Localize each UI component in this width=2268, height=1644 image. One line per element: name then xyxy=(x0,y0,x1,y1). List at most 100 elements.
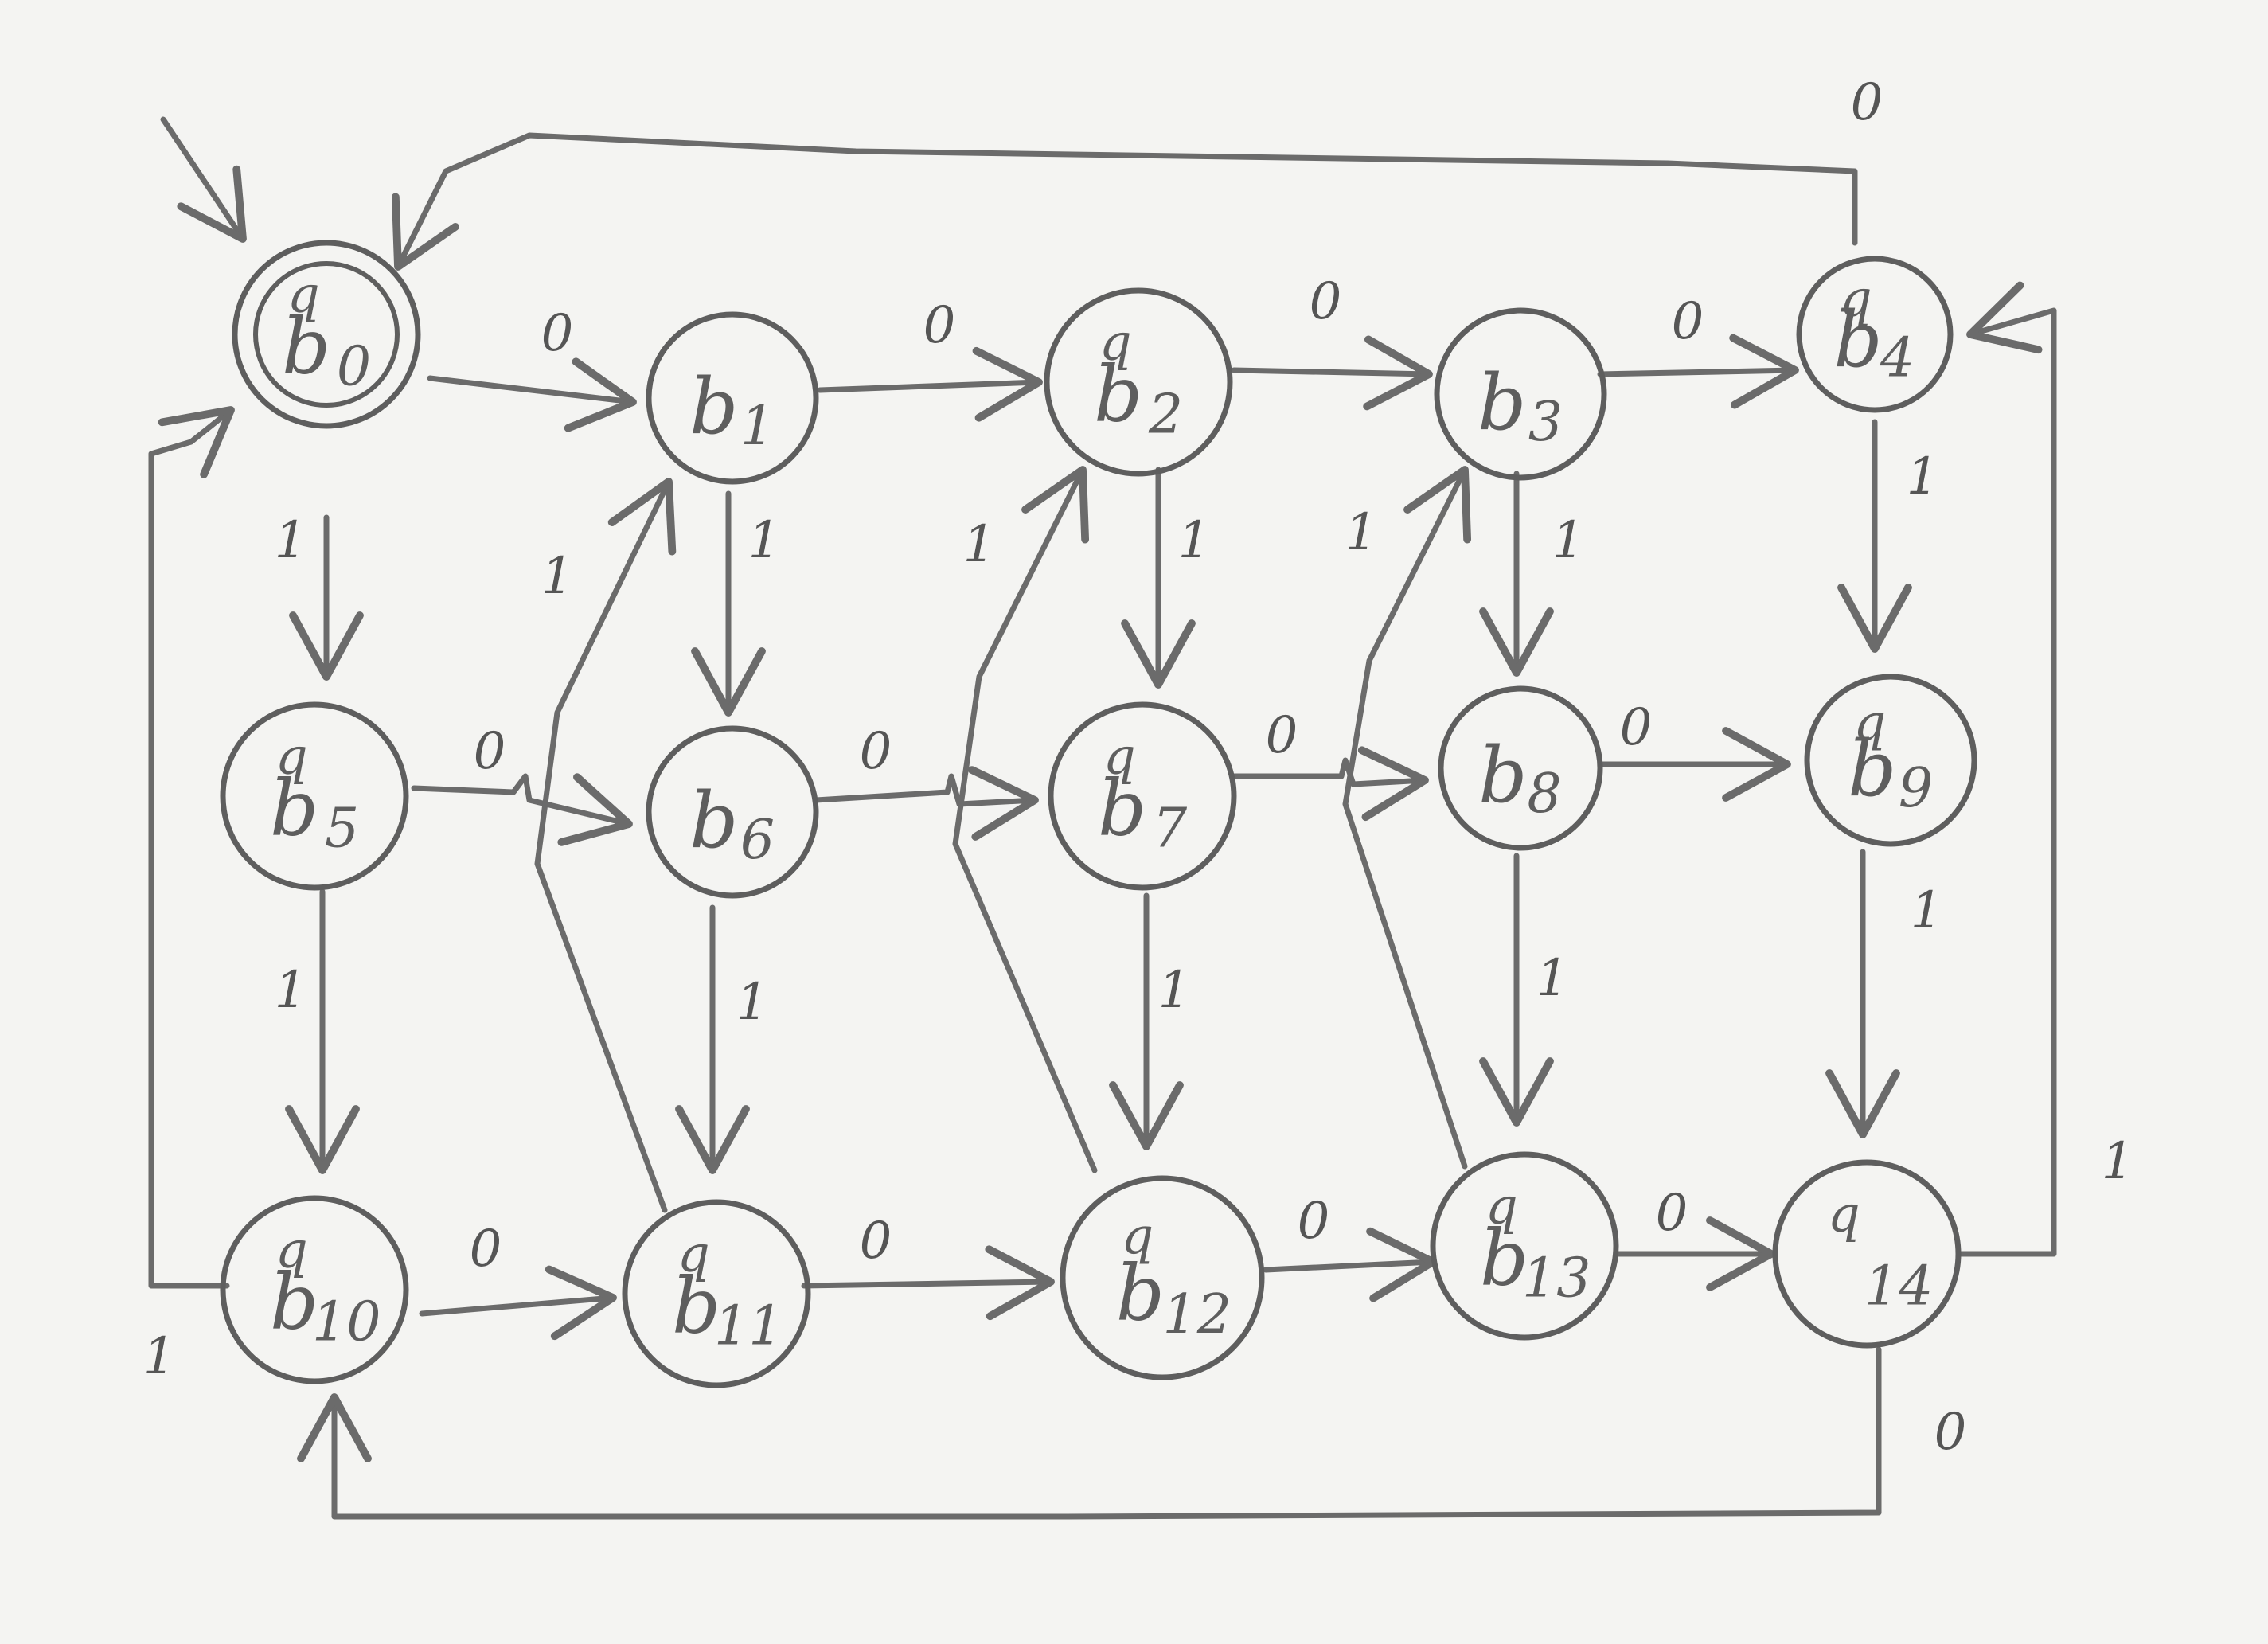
state-q-q10: q xyxy=(275,1220,308,1279)
state-subscript-q4: 4 xyxy=(1880,326,1915,389)
accepting-ring-q0 xyxy=(253,261,400,408)
state-b-q2: b xyxy=(1094,349,1142,439)
transition-q14-q4 xyxy=(1955,281,2057,1257)
transition-label-q3-q8: 1 xyxy=(1552,511,1585,570)
transition-q5-q6 xyxy=(411,773,633,846)
state-subscript-q7: 7 xyxy=(1153,797,1188,860)
state-subscript-q13: 13 xyxy=(1522,1247,1591,1310)
state-q-q13: q xyxy=(1485,1177,1518,1236)
state-q14: q14 xyxy=(1772,1159,1962,1349)
transition-label-q5-q10: 1 xyxy=(275,961,307,1020)
transition-label-q2-q3: 0 xyxy=(1310,272,1342,331)
transition-label-q4-q0: 0 xyxy=(1851,73,1883,132)
state-circle-q2 xyxy=(1044,287,1233,477)
state-q-q11: q xyxy=(677,1224,710,1283)
state-circle-q0 xyxy=(232,240,421,429)
transition-label-q14-q10: 0 xyxy=(1934,1403,1967,1462)
state-subscript-q11: 11 xyxy=(714,1295,783,1357)
state-b-q5: b xyxy=(270,763,318,853)
state-b-q13: b xyxy=(1480,1213,1528,1302)
state-b-q1: b xyxy=(689,362,738,451)
transition-label-q12-q13: 0 xyxy=(1298,1192,1330,1251)
transition-q4-q0 xyxy=(391,132,1858,271)
transition-q0-q1 xyxy=(427,357,637,432)
state-circle-q1 xyxy=(646,311,819,485)
transition-q2-q3 xyxy=(1231,335,1433,411)
transition-q12-q2 xyxy=(952,466,1098,1173)
state-circle-q8 xyxy=(1438,685,1603,851)
transition-q7-q8 xyxy=(1231,746,1429,822)
state-circle-q5 xyxy=(220,701,409,891)
state-b-q0: b xyxy=(282,302,330,391)
state-q-q14: q xyxy=(1828,1185,1860,1244)
transition-label-q1-q2: 0 xyxy=(923,296,956,355)
state-subscript-q0: 0 xyxy=(337,335,371,398)
state-q-q0: q xyxy=(287,265,320,324)
transition-label-q13-q14: 0 xyxy=(1656,1184,1688,1243)
state-subscript-q6: 6 xyxy=(740,809,775,872)
state-circle-q7 xyxy=(1048,701,1237,891)
state-b-q10: b xyxy=(270,1257,318,1346)
transition-q11-q12 xyxy=(801,1245,1055,1321)
transition-q1-q2 xyxy=(817,346,1043,422)
state-q-q5: q xyxy=(275,727,308,786)
transition-label-q8-q13: 1 xyxy=(1536,949,1569,1008)
state-circle-q11 xyxy=(622,1199,811,1388)
transition-label-q13-q3: 1 xyxy=(1345,503,1378,562)
state-b-q4: b xyxy=(1833,295,1882,385)
edges-layer xyxy=(148,116,2057,1520)
transition-q12-q13 xyxy=(1263,1227,1437,1302)
state-circle-q6 xyxy=(646,725,819,899)
transition-q6-q7 xyxy=(813,766,1039,841)
state-circle-q3 xyxy=(1434,307,1607,481)
state-q-q4: q xyxy=(1840,269,1872,328)
state-subscript-q12: 12 xyxy=(1162,1283,1232,1346)
transition-q3-q4 xyxy=(1597,334,1799,409)
transition-label-q8-q9: 0 xyxy=(1620,698,1653,757)
state-circle-q14 xyxy=(1772,1159,1962,1349)
transition-label-q10-q0: 1 xyxy=(143,1327,176,1386)
transition-label-q14-q4: 1 xyxy=(2102,1132,2134,1191)
transition-label-q9-q14: 1 xyxy=(1911,881,1943,940)
transition-label-q5-q6: 0 xyxy=(474,722,506,781)
transition-label-q11-q12: 0 xyxy=(860,1212,892,1271)
state-subscript-q2: 2 xyxy=(1148,383,1183,446)
state-circle-q13 xyxy=(1430,1151,1619,1341)
state-b-q9: b xyxy=(1848,724,1896,814)
state-circle-q12 xyxy=(1060,1175,1265,1380)
state-subscript-q8: 8 xyxy=(1527,763,1561,826)
state-subscript-q9: 9 xyxy=(1899,757,1933,820)
transition-label-q12-q2: 1 xyxy=(963,515,996,574)
transition-label-q7-q8: 0 xyxy=(1266,706,1298,765)
state-q-q7: q xyxy=(1103,727,1136,786)
state-b-q3: b xyxy=(1478,358,1526,447)
transition-label-q7-q12: 1 xyxy=(1158,961,1191,1020)
state-b-q6: b xyxy=(689,776,738,865)
transition-label-q11-q1: 1 xyxy=(541,547,574,606)
state-circle-q10 xyxy=(220,1195,409,1384)
state-b-q12: b xyxy=(1116,1249,1165,1338)
transition-label-q6-q11: 1 xyxy=(736,973,769,1032)
state-b-q7: b xyxy=(1098,763,1146,853)
transition-label-q0-q1: 0 xyxy=(541,304,574,363)
transition-label-q4-q9: 1 xyxy=(1907,447,1939,506)
transition-q11-q1 xyxy=(534,478,677,1213)
transition-q13-q3 xyxy=(1342,466,1472,1170)
start-arrow xyxy=(160,116,247,243)
state-subscript-q14: 14 xyxy=(1864,1255,1934,1318)
state-q-q12: q xyxy=(1121,1207,1154,1266)
transition-label-q10-q11: 0 xyxy=(470,1220,502,1279)
state-q-q2: q xyxy=(1099,313,1132,372)
transition-label-q3-q4: 0 xyxy=(1672,292,1704,351)
